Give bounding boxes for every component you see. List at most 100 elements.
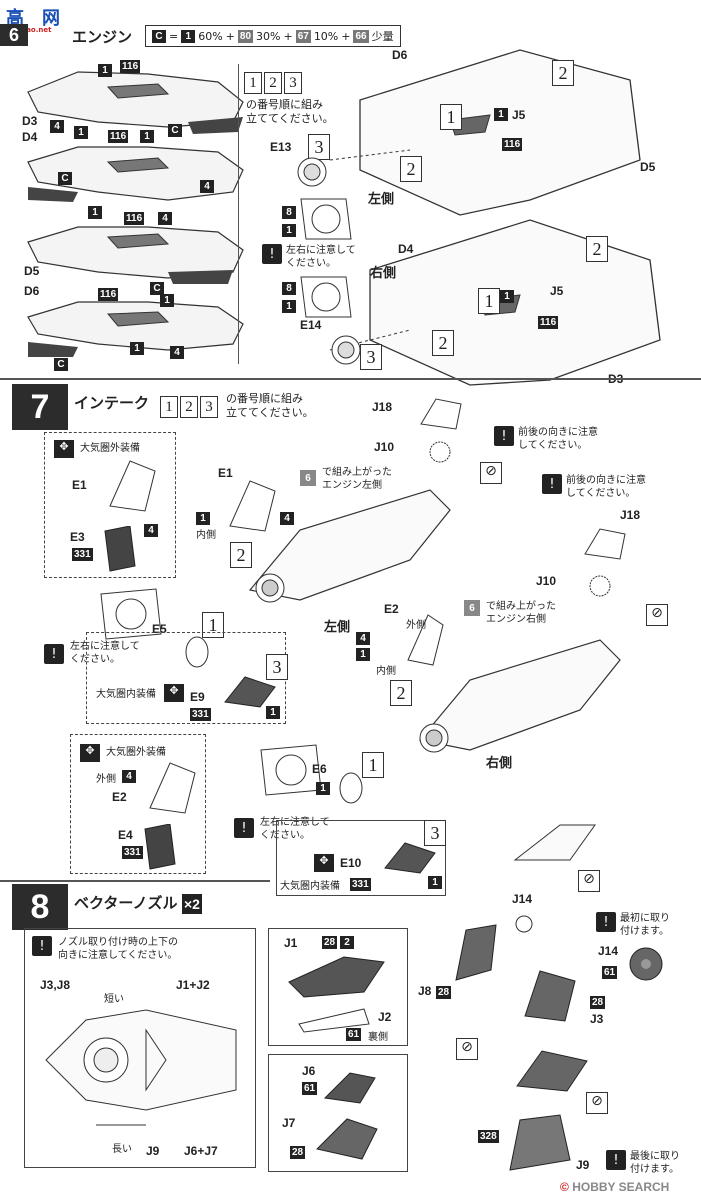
inner-equip-label-b: 大気圏内装備: [280, 881, 340, 892]
nozzle-diagram: [45, 1009, 237, 1126]
part-j6-label: J6: [302, 1064, 316, 1078]
e2-piece-b: [149, 762, 196, 814]
step-8-title: ベクターノズル: [74, 894, 178, 912]
step-6-title: エンジン: [72, 28, 133, 46]
step-7-num-3-b: 3: [424, 820, 446, 846]
color-116-j5b: 116: [538, 316, 559, 329]
watermark-logo-char2: 网: [42, 8, 60, 29]
step-7-title: インテーク: [74, 394, 150, 412]
step-6-num-1-top: 1: [440, 104, 462, 130]
no-glue-icon-a: ⊘: [480, 462, 502, 484]
part-j18-label-b: J18: [620, 508, 641, 522]
e13-detail: [300, 198, 352, 240]
front-back-note-b: 前後の向きに注意 してください。: [566, 475, 646, 499]
step-7-num-2-b: 2: [390, 680, 412, 706]
step-6-num-2-top: 2: [552, 60, 574, 86]
color-1-c: 1: [140, 130, 154, 143]
watermark-copyright: ©: [560, 1180, 569, 1194]
color-1-j5: 1: [494, 108, 508, 121]
part-d4-label: D4: [22, 130, 38, 144]
color-chip-67: 67: [295, 29, 311, 43]
outer-equip-box-b: [70, 734, 206, 874]
color-c-d: C: [54, 358, 68, 371]
part-j10-label-b: J10: [536, 574, 557, 588]
warning-icon-front-b: !: [542, 474, 562, 494]
color-chip-66: 66: [353, 29, 369, 43]
color-1-f: 1: [130, 342, 144, 355]
part-j3-label: J3: [590, 1012, 604, 1026]
outer-equip-label-b: 大気圏外装備: [106, 747, 166, 758]
color-1-e10: 1: [428, 876, 442, 889]
inner-equip-box-b: [276, 820, 446, 896]
part-d5-label: D5: [24, 264, 40, 278]
engine-left-note: で組み上がった エンジン左側: [322, 467, 392, 491]
step-7-bottom-divider: [0, 880, 270, 882]
outer-label-b: 外側: [96, 774, 116, 785]
e9-piece: [224, 676, 276, 708]
color-1-e9: 1: [266, 706, 280, 719]
e4-piece: [144, 824, 176, 870]
step-7-order-text-1: の番号順に組み: [226, 392, 303, 405]
step-6-num-3-bot: 3: [360, 344, 382, 370]
part-e4-label: E4: [118, 828, 133, 842]
part-e1-label-a: E1: [72, 478, 87, 492]
color-c-c: C: [150, 282, 164, 295]
color-1-g: 1: [282, 224, 296, 237]
color-eq: =: [169, 29, 179, 43]
e6-outline: [260, 744, 322, 796]
part-d4-label-2: D4: [398, 242, 414, 256]
last-attach-note: 最後に取り 付けます。: [630, 1151, 680, 1175]
inner-label-a: 内側: [196, 530, 216, 541]
step-6-order-nums: 1 2 3: [244, 72, 304, 94]
outer-label-a: 外側: [406, 620, 426, 631]
j2-piece: [298, 1008, 370, 1033]
step-8-multiplier: ×2: [182, 894, 202, 914]
part-d6-label: D6: [24, 284, 40, 298]
color-4-c: 4: [158, 212, 172, 225]
color-61-j2: 61: [346, 1028, 362, 1041]
step-6-bottom-divider: [0, 378, 701, 380]
color-28-j7: 28: [290, 1146, 306, 1159]
j18-piece-b: [584, 528, 626, 560]
e6-piece: [339, 772, 363, 804]
e10-piece: [384, 842, 436, 874]
lr-note-a: 左右に注意して ください。: [70, 641, 140, 665]
part-j14-label-a: J14: [512, 892, 533, 906]
color-116-a: 116: [120, 60, 141, 73]
j14-ring: [515, 915, 533, 933]
j10-piece-a: [429, 441, 451, 463]
step-6-order-text-2: 立ててください。: [246, 112, 334, 125]
step7-order-1: 1: [160, 396, 178, 418]
side-right-label: 右側: [370, 265, 397, 280]
order-num-1: 1: [244, 72, 262, 94]
color-61-j6: 61: [302, 1082, 318, 1095]
e5-outline: [100, 588, 162, 640]
outer-equip-label-a: 大気圏外装備: [80, 443, 140, 454]
part-j5-label-2: J5: [550, 284, 564, 298]
color-1-d: 1: [88, 206, 102, 219]
arrows-icon-c: ✥: [80, 744, 100, 762]
color-328-j9: 328: [478, 1130, 499, 1143]
no-glue-icon-e: ⊘: [586, 1092, 608, 1114]
step-6-num-2-mid: 2: [400, 156, 422, 182]
color-plus-3: +: [341, 29, 351, 43]
no-glue-icon-c: ⊘: [578, 870, 600, 892]
step-6-color-formula: C = 1 60% + 80 30% + 67 10% + 66 少量: [145, 25, 401, 47]
part-e3-label: E3: [70, 530, 85, 544]
j6-j7-box: [268, 1054, 408, 1172]
step-6-num-2-bot: 2: [586, 236, 608, 262]
inner-equip-label-a: 大気圏内装備: [96, 689, 156, 700]
color-1-h: 1: [282, 300, 296, 313]
order-num-3: 3: [284, 72, 302, 94]
color-1-a: 1: [98, 64, 112, 77]
side-left-label-7: 左側: [324, 619, 351, 634]
color-1-e6: 1: [316, 782, 330, 795]
color-pct-67: 10%: [313, 29, 339, 43]
color-1-e: 1: [160, 294, 174, 307]
inner-label-b: 内側: [376, 666, 396, 677]
part-e1-label-b: E1: [218, 466, 233, 480]
part-e6-label: E6: [312, 762, 327, 776]
color-2-j1: 2: [340, 936, 354, 949]
color-8-a: 8: [282, 206, 296, 219]
part-j10-label-a: J10: [374, 440, 395, 454]
